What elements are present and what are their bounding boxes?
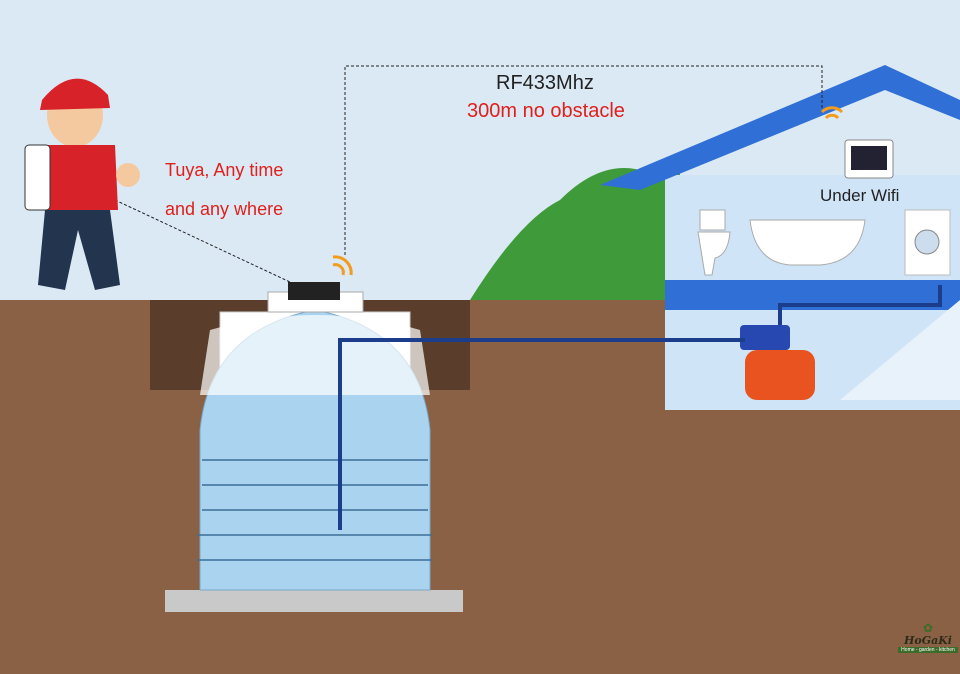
level-sensor [288, 282, 340, 300]
app-label-line2: and any where [165, 199, 284, 219]
logo-tagline: Home - garden - kitchen [898, 647, 958, 653]
toilet [699, 209, 726, 231]
brand-logo: ✿ HoGaKi Home - garden - kitchen [898, 622, 958, 653]
rf-frequency-label: RF433Mhz [496, 72, 594, 94]
man-with-phone [24, 78, 140, 290]
rf-range-label: 300m no obstacle [467, 100, 625, 122]
rf-link-line [344, 65, 823, 255]
house [600, 65, 960, 410]
hill [470, 160, 680, 300]
bathtub [749, 219, 866, 266]
pressure-tank [745, 350, 815, 400]
logo-name: HoGaKi [904, 634, 952, 647]
water-tank [165, 282, 463, 612]
pump [740, 325, 790, 350]
phone [24, 144, 51, 211]
pipe [338, 338, 745, 530]
app-label-line1: Tuya, Any time [165, 160, 284, 180]
wifi-label: Under Wifi [820, 186, 900, 205]
app-link-line [114, 199, 291, 283]
wifi-icon [332, 106, 844, 276]
leaf-icon: ✿ [922, 621, 934, 635]
